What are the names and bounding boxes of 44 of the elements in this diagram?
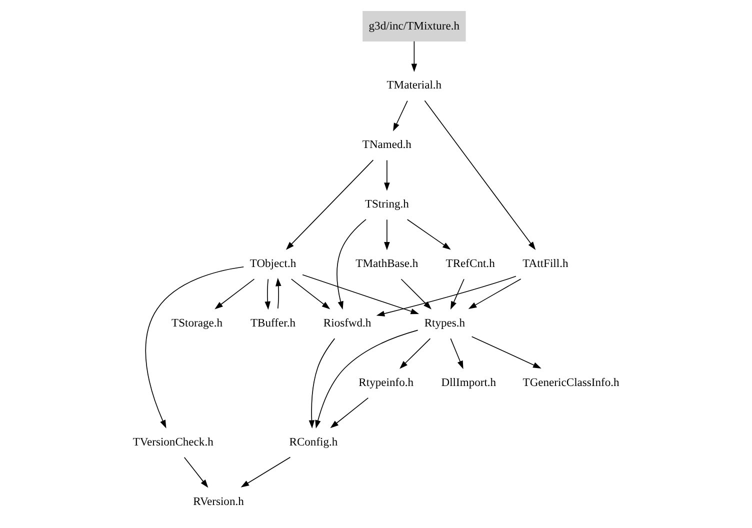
node-text: TAttFill.h [522, 258, 568, 270]
arrow [184, 457, 208, 488]
arrow [468, 278, 522, 310]
arrow [214, 278, 255, 310]
arrow [384, 160, 390, 191]
arrow [290, 278, 330, 310]
arrow [145, 266, 244, 428]
arrow [471, 336, 542, 368]
arrow [302, 274, 420, 314]
node-text: Rtypes.h [424, 317, 466, 330]
arrow [384, 219, 390, 250]
node-text: TMathBase.h [356, 258, 418, 270]
arrow [286, 160, 374, 250]
arrow [240, 456, 291, 488]
node-text: RVersion.h [193, 496, 244, 508]
arrow [330, 398, 369, 428]
arrow [411, 40, 418, 72]
node-text: TString.h [364, 198, 409, 211]
node-text: TStorage.h [172, 317, 223, 330]
node-text: TObject.h [250, 258, 296, 270]
node-text: DllImport.h [441, 376, 496, 389]
arrow [400, 338, 431, 369]
arrow [450, 338, 464, 370]
arrow [450, 278, 464, 310]
arrow [406, 219, 451, 250]
node-text: TGenericClassInfo.h [522, 376, 620, 389]
node-text: TMaterial.h [386, 80, 442, 92]
arrow [376, 276, 516, 316]
arrow [264, 278, 270, 310]
node-text: TVersionCheck.h [132, 436, 214, 448]
node-text: Rtypeinfo.h [358, 376, 414, 389]
arrow [424, 100, 536, 250]
node-text: Riosfwd.h [323, 317, 372, 330]
node-box: g3d/inc/TMixture.h [362, 10, 466, 42]
node-text: RConfig.h [289, 436, 338, 448]
arrow [393, 100, 408, 132]
arrow [336, 219, 366, 310]
node-text: TRefCnt.h [446, 258, 495, 270]
arrow [308, 338, 336, 428]
node-text: TBuffer.h [250, 317, 296, 330]
node-text: TNamed.h [362, 139, 412, 152]
arrow [315, 330, 418, 428]
arrow [400, 278, 432, 310]
arrow [276, 278, 282, 309]
